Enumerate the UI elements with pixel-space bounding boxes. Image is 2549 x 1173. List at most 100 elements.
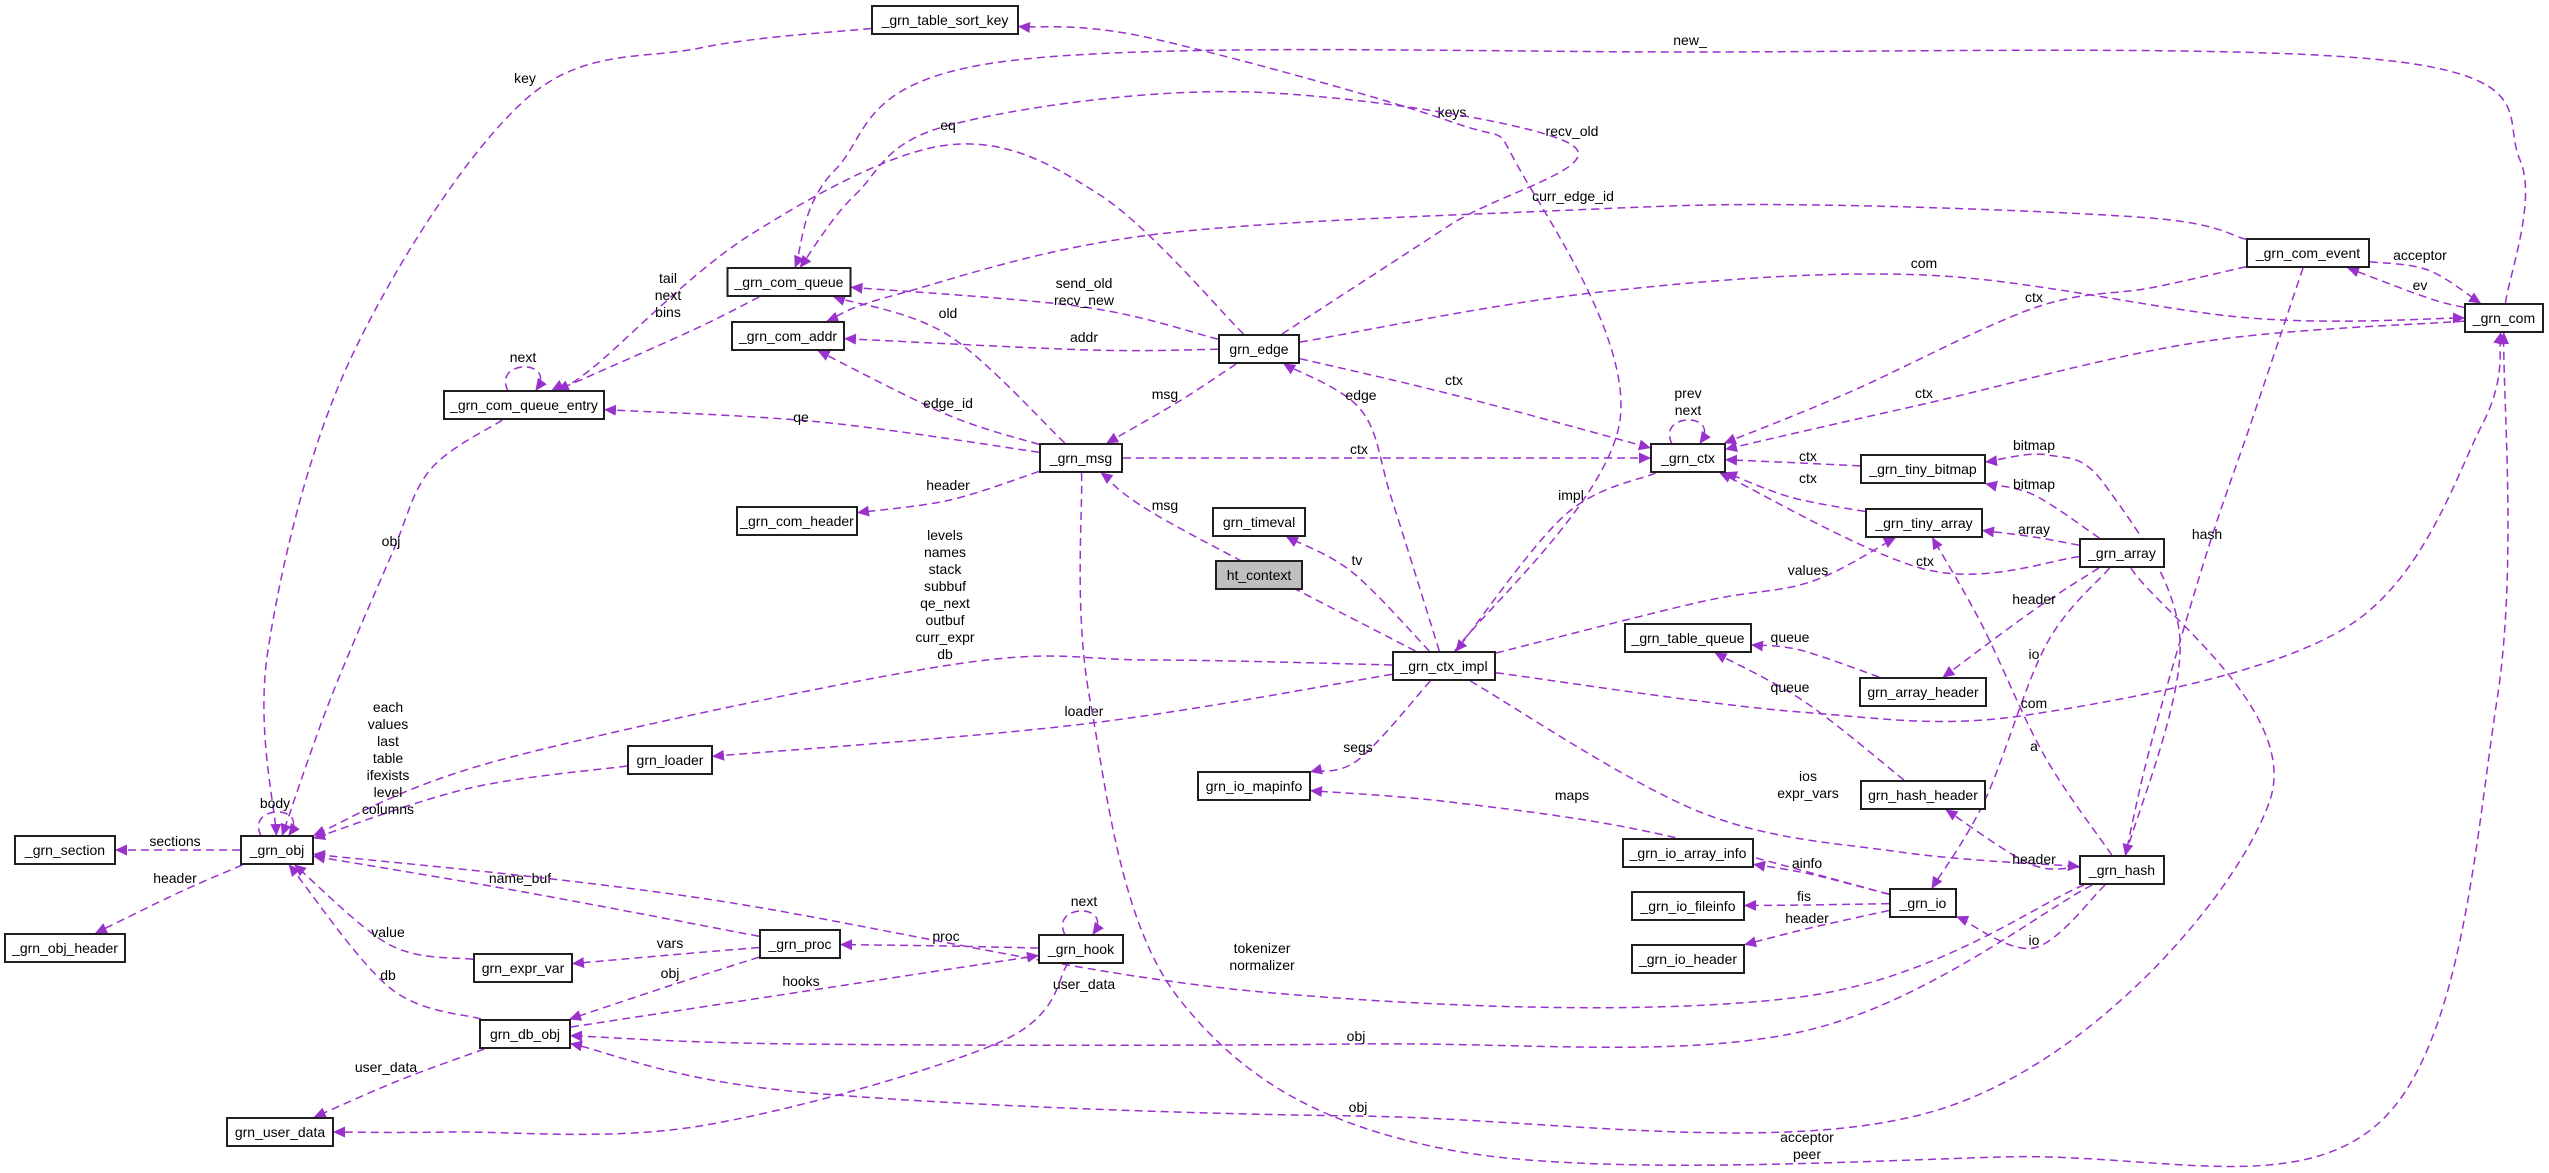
node-_grn_section[interactable]: _grn_section [14,835,116,865]
node-_grn_com_header[interactable]: _grn_com_header [736,506,858,536]
edge-label: ifexists [367,767,410,783]
node-_grn_io_fileinfo[interactable]: _grn_io_fileinfo [1631,891,1745,921]
node-_grn_msg[interactable]: _grn_msg [1039,443,1123,473]
edge-grn_edge-_grn_com_addr [844,333,1219,352]
edge-_grn_hash-_grn_tiny_bitmap [1985,453,2181,856]
edge-label: ev [2413,277,2428,293]
edge-label: hash [2192,526,2222,542]
node-_grn_tiny_array[interactable]: _grn_tiny_array [1865,508,1983,538]
node-label: _grn_com [2472,310,2535,326]
node-_grn_com_queue_entry[interactable]: _grn_com_queue_entry [443,390,605,420]
node-label: _grn_tiny_bitmap [1868,461,1977,477]
edge-label: header [153,870,197,886]
node-_grn_com_addr[interactable]: _grn_com_addr [731,321,845,351]
edge-label: recv_new [1054,292,1115,308]
node-_grn_hash[interactable]: _grn_hash [2079,855,2165,885]
node-label: grn_hash_header [1868,787,1978,803]
edge-label: bins [655,304,681,320]
edge-label: msg [1152,386,1178,402]
edge-_grn_com_queue_entry-_grn_obj [280,419,503,836]
edge-grn_db_obj-_grn_obj [288,864,482,1020]
edge-label: acceptor [1780,1129,1834,1145]
edge-_grn_com-_grn_com_event [2347,266,2465,309]
edge-label: queue [1771,679,1810,695]
edge-label: qe_next [920,595,970,611]
edge-label: com [1911,255,1937,271]
edge-label: header [2012,851,2056,867]
edge-_grn_com_event-_grn_ctx [1723,266,2247,444]
edge-_grn_hook-_grn_proc [840,939,1039,951]
node-_grn_io_header[interactable]: _grn_io_header [1631,944,1745,974]
edge-label: tail [659,270,677,286]
edge-_grn_array-_grn_ctx [1719,472,2080,575]
node-grn_user_data[interactable]: grn_user_data [226,1117,334,1147]
node-_grn_proc[interactable]: _grn_proc [759,929,841,959]
node-_grn_tiny_bitmap[interactable]: _grn_tiny_bitmap [1860,454,1986,484]
edge-grn_db_obj-_grn_hook [570,951,1039,1028]
edge-label: next [510,349,537,365]
node-_grn_com_event[interactable]: _grn_com_event [2246,238,2370,268]
node-grn_timeval[interactable]: grn_timeval [1212,507,1306,537]
edge-label: edge_id [923,395,973,411]
node-label: _grn_table_sort_key [881,12,1009,28]
edge-_grn_ctx_impl-grn_timeval [1286,536,1430,652]
edge-label: ctx [1916,553,1934,569]
node-grn_hash_header[interactable]: grn_hash_header [1860,780,1986,810]
node-grn_array_header[interactable]: grn_array_header [1859,677,1987,707]
node-label: _grn_com_queue_entry [449,397,598,413]
edge-label: prev [1674,385,1701,401]
edge-_grn_array-grn_db_obj [570,567,2275,1134]
node-_grn_obj_header[interactable]: _grn_obj_header [4,933,126,963]
node-_grn_ctx[interactable]: _grn_ctx [1650,443,1726,473]
edge-_grn_hash-_grn_tiny_array [1931,537,2113,856]
edge-_grn_ctx_impl-_grn_msg [1100,472,1416,652]
edge-label: tokenizer [1234,940,1291,956]
edge-_grn_ctx_impl-grn_io_mapinfo [1310,680,1431,775]
node-ht_context[interactable]: ht_context [1215,560,1303,590]
node-grn_db_obj[interactable]: grn_db_obj [479,1019,571,1049]
edge-_grn_hash-grn_db_obj [570,884,2093,1049]
node-_grn_com_queue[interactable]: _grn_com_queue [726,267,852,297]
edge-grn_edge-_grn_com [1299,273,2465,343]
node-_grn_table_sort_key[interactable]: _grn_table_sort_key [871,5,1019,35]
edge-label: recv_old [1546,123,1599,139]
node-_grn_obj[interactable]: _grn_obj [240,835,314,865]
edge-_grn_tiny_array-_grn_ctx [1725,471,1866,513]
node-grn_io_mapinfo[interactable]: grn_io_mapinfo [1197,771,1311,801]
node-label: _grn_io_header [1638,951,1737,967]
node-_grn_io[interactable]: _grn_io [1889,888,1957,918]
node-label: _grn_io [1899,895,1947,911]
edge-_grn_hook-_grn_hook [1061,910,1104,936]
node-grn_loader[interactable]: grn_loader [627,745,713,775]
node-_grn_array[interactable]: _grn_array [2079,538,2165,568]
edge-label: send_old [1056,275,1113,291]
edge-label: vars [657,935,683,951]
edge-label: ctx [1915,385,1933,401]
node-label: _grn_com_event [2255,245,2360,261]
edge-_grn_obj-_grn_obj_header [94,864,243,934]
edge-label: io [2029,646,2040,662]
node-_grn_hook[interactable]: _grn_hook [1038,934,1124,964]
node-label: _grn_ctx [1660,450,1715,466]
node-grn_expr_var[interactable]: grn_expr_var [473,953,573,983]
node-_grn_io_array_info[interactable]: _grn_io_array_info [1622,838,1754,868]
node-label: ht_context [1227,567,1292,583]
node-label: _grn_tiny_array [1874,515,1972,531]
edge-_grn_hash-grn_hash_header [1945,809,2080,870]
edge-_grn_array-_grn_io [1931,567,2111,889]
node-label: _grn_msg [1049,450,1112,466]
edge-_grn_tiny_bitmap-_grn_ctx [1725,454,1861,467]
node-label: _grn_section [24,842,105,858]
node-label: grn_user_data [235,1124,326,1140]
edge-label: io [2029,932,2040,948]
node-_grn_table_queue[interactable]: _grn_table_queue [1624,623,1752,653]
edge-_grn_hash-_grn_obj [313,849,2085,1009]
node-_grn_com[interactable]: _grn_com [2464,303,2544,333]
edge-_grn_hook-grn_user_data [333,963,1069,1138]
node-grn_edge[interactable]: grn_edge [1218,334,1300,364]
edge-_grn_com_queue-_grn_com_queue_entry [556,296,760,391]
node-label: _grn_hook [1047,941,1115,957]
edge-label: qe [793,409,809,425]
node-_grn_ctx_impl[interactable]: _grn_ctx_impl [1392,651,1496,681]
edge-label: next [1071,893,1098,909]
